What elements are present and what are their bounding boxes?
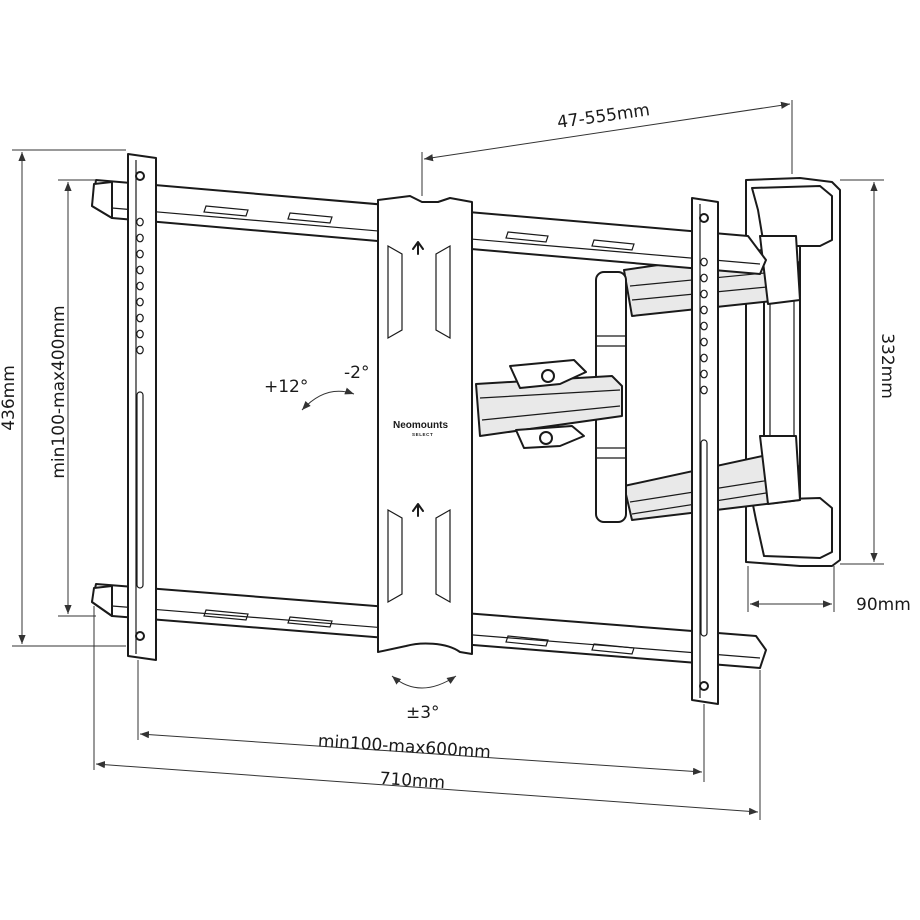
right-tv-arm	[691, 197, 719, 705]
rotation-label: ±3°	[406, 703, 440, 723]
tilt-up-label: +12°	[264, 377, 308, 397]
total-width-label: 710mm	[379, 769, 446, 794]
depth-label: 90mm	[856, 595, 911, 615]
tilt-down-label: -2°	[344, 363, 369, 383]
arm-height-label: 332mm	[877, 333, 897, 399]
vesa-vertical-label: min100-max400mm	[49, 305, 69, 478]
left-tv-arm	[127, 153, 157, 661]
vesa-horizontal-label: min100-max600mm	[317, 731, 491, 762]
dimension-lines	[12, 100, 884, 820]
total-height-label: 436mm	[0, 365, 19, 431]
center-plate: Neomounts SELECT	[377, 195, 473, 655]
brand-line: SELECT	[412, 432, 433, 437]
extension-label: 47-555mm	[556, 100, 651, 133]
brand-name: Neomounts	[393, 420, 448, 431]
